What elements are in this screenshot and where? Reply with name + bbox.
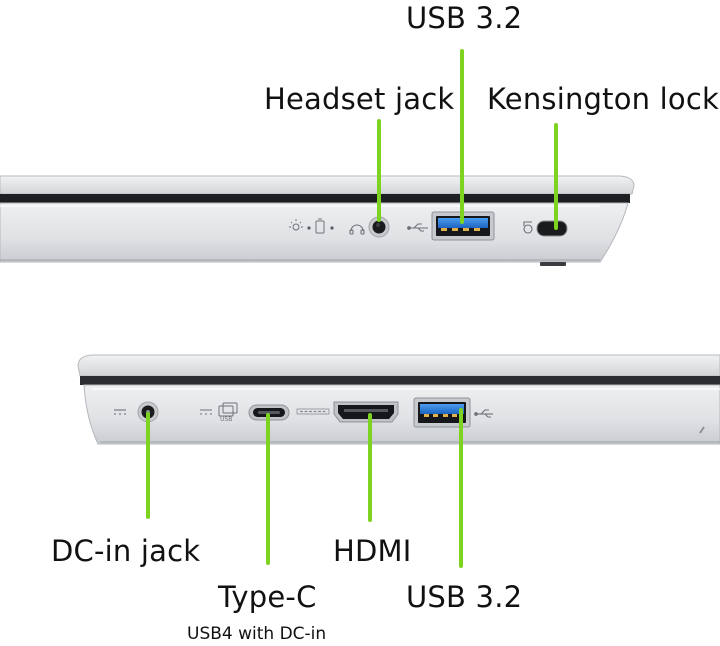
label-usb-3-2-bottom: USB 3.2 <box>406 580 523 614</box>
kensington-lock-icon <box>523 221 533 234</box>
laptop-bottom-side-view: USB <box>77 354 720 445</box>
headset-icon <box>349 224 365 235</box>
callout-lines-bottom <box>146 408 463 568</box>
power-led-icon <box>289 219 303 231</box>
label-kensington-lock: Kensington lock <box>487 82 719 116</box>
callout-lines-top <box>377 49 558 230</box>
label-headset-jack: Headset jack <box>264 82 455 116</box>
headset-jack-port <box>368 216 390 238</box>
usb-trident-icon-bottom <box>474 409 493 418</box>
label-type-c-sub: USB4 with DC-in <box>187 624 327 644</box>
laptop-base-bottom <box>83 384 720 445</box>
type-c-icons <box>200 402 238 417</box>
battery-led-icon <box>315 218 325 234</box>
kensington-lock-slot <box>536 220 568 237</box>
usb-a-port-bottom <box>413 397 471 428</box>
power-led-dot <box>307 226 311 230</box>
usb-trident-icon-top <box>407 223 428 232</box>
dc-in-icon <box>114 409 126 415</box>
label-type-c: Type-C <box>218 580 317 614</box>
rubber-foot <box>540 262 566 266</box>
battery-led-dot <box>330 226 334 230</box>
lid-bezel-band-bottom <box>80 376 720 385</box>
hdmi-port <box>333 401 399 423</box>
type-c-port <box>248 404 290 421</box>
label-usb-3-2-top: USB 3.2 <box>406 1 523 35</box>
laptop-base <box>0 202 629 263</box>
usb-text-glyph: USB <box>220 416 232 423</box>
laptop-lid <box>0 175 635 195</box>
label-dc-in-jack: DC-in jack <box>51 534 201 568</box>
laptop-top-side-view <box>0 175 635 266</box>
label-hdmi: HDMI <box>333 534 412 568</box>
laptop-lid-bottom <box>77 354 720 377</box>
lid-bezel-band <box>0 194 630 203</box>
hdmi-icon <box>296 408 330 415</box>
